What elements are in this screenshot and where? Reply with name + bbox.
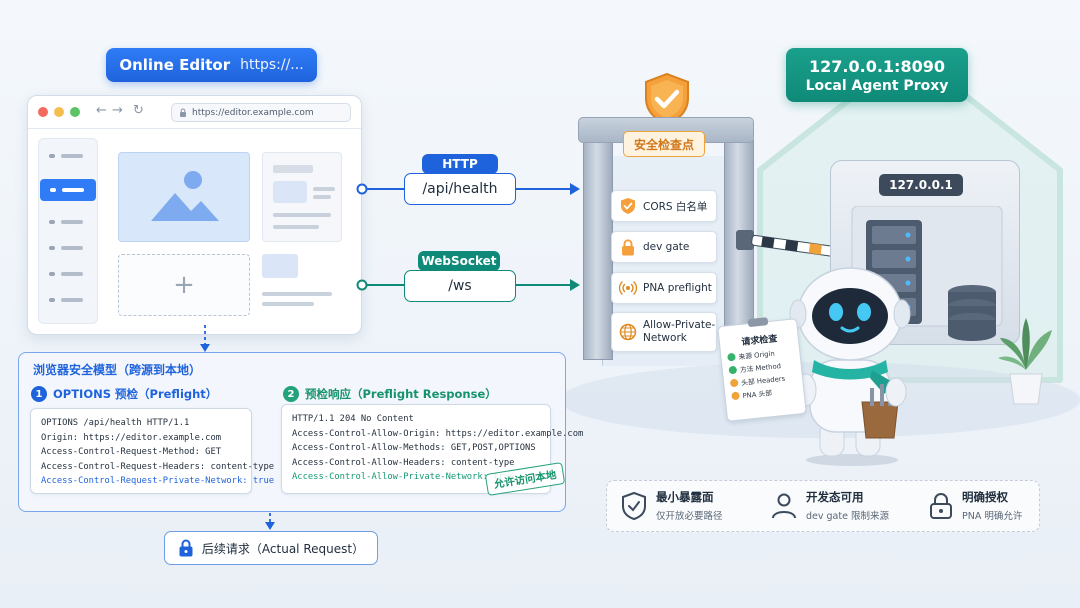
text-block-card[interactable] [262,152,342,242]
check-allow-private-network: Allow-Private- Network [611,312,717,352]
http-route-box: /api/health [404,173,516,205]
sidebar-item[interactable] [39,289,97,311]
code-line-highlight: Access-Control-Request-Private-Network: … [41,476,275,486]
check-icon [727,352,736,362]
actual-request-label: 后续请求（Actual Request） [201,541,365,556]
proxy-name: Local Agent Proxy [805,77,949,94]
check-label: CORS 白名单 [643,200,708,213]
minimize-dot[interactable] [54,107,64,117]
maximize-dot[interactable] [70,107,80,117]
check-icon [728,365,738,375]
benefit-sub: PNA 明确允许 [962,511,1023,522]
http-label: HTTP [422,154,498,174]
preflight-request-card: OPTIONS /api/health HTTP/1.1 Origin: htt… [30,408,275,494]
server-rack-icon [851,206,1003,341]
toolbar-divider [28,128,361,129]
code-line: Access-Control-Request-Method: GET [41,447,222,457]
server-ip-tag: 127.0.0.1 [879,174,963,196]
code-line: OPTIONS /api/health HTTP/1.1 [41,418,190,428]
sidebar-item[interactable] [39,263,97,285]
address-bar[interactable]: https://editor.example.com [171,103,351,122]
add-block-button[interactable]: + [118,254,250,316]
clipboard-clip [747,317,769,328]
address-text: https://editor.example.com [192,107,314,118]
benefit-title: 开发态可用 [806,490,864,504]
sidebar-item[interactable] [39,145,97,167]
lock-icon [179,539,193,557]
check-label: Allow-Private- Network [643,319,716,344]
websocket-label: WebSocket [418,251,500,271]
local-agent-proxy-badge: 127.0.0.1:8090 Local Agent Proxy [786,48,968,102]
benefit-title: 明确授权 [962,490,1008,504]
sidebar-item[interactable] [39,237,97,259]
check-cors-whitelist: CORS 白名单 [611,190,717,222]
browser-security-model: 浏览器安全模型（跨源到本地） 1 OPTIONS 预检（Preflight） O… [18,352,584,512]
request-check-clipboard: 请求检查 来源 Origin 方法 Method 头部 Headers PNA … [717,317,807,422]
globe-icon [619,323,637,341]
shield-check-icon [622,491,646,520]
benefit-title: 最小暴露面 [656,490,714,504]
check-dev-gate: dev gate [611,231,717,263]
code-line: Access-Control-Allow-Origin: https://edi… [292,428,584,439]
benefit-dev-usable: 开发态可用 dev gate 限制来源 [771,489,889,522]
editor-url-hint: https://... [240,57,304,73]
editor-title: Online Editor [119,56,231,74]
benefits-bar: 最小暴露面 仅开放必要路径 开发态可用 dev gate 限制来源 明确授权 P… [606,480,1040,532]
sidebar-item[interactable] [39,211,97,233]
ws-route-box: /ws [404,270,516,302]
check-label: dev gate [643,241,690,253]
check-icon [731,391,740,401]
browser-window: ← → ↻ https://editor.example.com + [27,95,362,335]
proxy-address: 127.0.0.1:8090 [809,56,945,76]
actual-request-box: 后续请求（Actual Request） [164,531,378,565]
step2-header: 2 预检响应（Preflight Response） [283,386,497,402]
step1-header: 1 OPTIONS 预检（Preflight） [31,386,217,402]
robot-mascot [789,267,911,466]
shield-check-icon [621,198,635,214]
benefit-sub: dev gate 限制来源 [806,511,889,522]
step1-number: 1 [31,386,47,402]
signal-icon [619,281,637,295]
check-pna-preflight: PNA preflight [611,272,717,304]
close-dot[interactable] [38,107,48,117]
security-model-title: 浏览器安全模型（跨源到本地） [33,363,202,377]
benefit-explicit-auth: 明确授权 PNA 明确允许 [929,489,1022,522]
plus-icon: + [173,270,195,300]
forward-icon[interactable]: → [112,103,123,118]
security-checkpoint-label: 安全检查点 [623,131,705,157]
check-label: PNA preflight [643,282,712,294]
code-line: Access-Control-Request-Headers: content-… [41,461,275,472]
thumbnail-block[interactable] [262,254,298,278]
online-editor-badge: Online Editor https://... [106,48,317,82]
reload-icon[interactable]: ↻ [133,103,144,118]
image-icon [151,171,219,221]
image-placeholder[interactable] [118,152,250,242]
back-icon[interactable]: ← [96,103,107,118]
code-line: HTTP/1.1 204 No Content [292,414,414,424]
code-line-highlight: Access-Control-Allow-Private-Network: tr… [292,472,515,482]
step1-title: OPTIONS 预检（Preflight） [53,387,218,401]
benefit-minimal-exposure: 最小暴露面 仅开放必要路径 [621,489,723,522]
plant-icon [998,318,1052,405]
step2-title: 预检响应（Preflight Response） [305,387,497,401]
lock-icon [622,238,634,255]
check-icon [729,378,739,388]
code-line: Origin: https://editor.example.com [41,432,222,443]
window-controls [38,107,80,117]
gate-left-pillar [583,140,613,360]
code-line: Access-Control-Allow-Headers: content-ty… [292,457,515,468]
code-line: Access-Control-Allow-Methods: GET,POST,O… [292,443,536,453]
sidebar-item-active[interactable] [40,179,96,201]
lock-icon [930,492,952,519]
editor-sidebar [38,138,98,324]
benefit-sub: 仅开放必要路径 [656,511,723,522]
lock-icon [180,108,186,117]
step2-number: 2 [283,386,299,402]
user-icon [772,493,796,518]
